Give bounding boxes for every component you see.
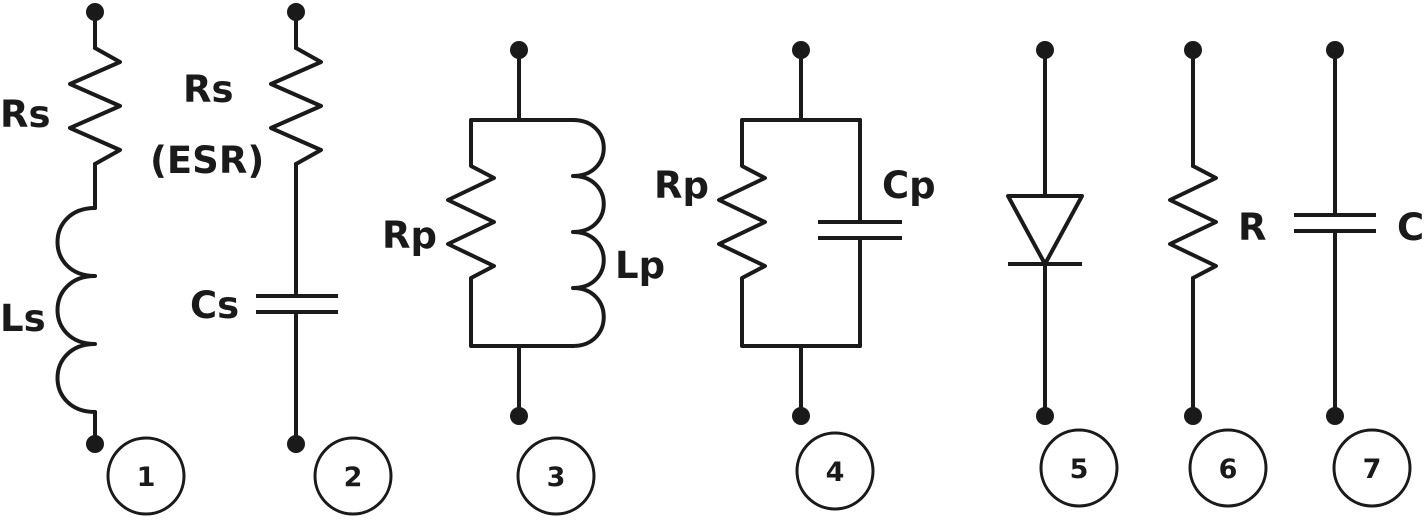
circuit-6-number-badge: 6 (1188, 428, 1268, 508)
circuit-7-number: 7 (1363, 454, 1382, 485)
circuit-7-terminal-bottom (1326, 407, 1344, 425)
circuit-2-number-badge: 2 (313, 436, 393, 516)
circuit-2-resistor (269, 46, 323, 166)
circuit-4-resistor-branch (717, 118, 862, 348)
circuit-2-number: 2 (344, 462, 363, 493)
circuit-1-label-rs: Rs (0, 93, 51, 136)
circuit-5-number: 5 (1070, 454, 1089, 485)
circuit-1: Rs Ls 1 (0, 3, 186, 516)
circuit-6-resistor (1168, 164, 1218, 280)
circuit-1-terminal-bottom (86, 435, 104, 453)
circuit-4-number: 4 (826, 457, 845, 488)
circuit-1-number-badge: 1 (106, 436, 186, 516)
circuit-1-label-ls: Ls (0, 297, 46, 340)
circuit-3-inductor (571, 118, 606, 348)
circuit-7-label-c: C (1397, 206, 1424, 249)
circuit-7: C 7 (1294, 41, 1424, 508)
circuit-6-terminal-top (1184, 41, 1202, 59)
circuit-6-number: 6 (1219, 454, 1238, 485)
circuit-5-number-badge: 5 (1039, 428, 1119, 508)
circuit-6-terminal-bottom (1184, 407, 1202, 425)
circuit-4-number-badge: 4 (795, 431, 875, 511)
circuit-5-diode-triangle (1006, 194, 1084, 266)
circuit-2-terminal-bottom (287, 435, 305, 453)
circuit-4-label-rp: Rp (654, 164, 709, 207)
circuit-3-resistor-branch (446, 118, 575, 348)
circuit-2: Rs (ESR) Cs 2 (150, 3, 393, 516)
circuit-3-number: 3 (547, 462, 566, 493)
circuit-5: 5 (1006, 41, 1119, 508)
circuit-7-number-badge: 7 (1332, 428, 1412, 508)
circuit-3-terminal-bottom (510, 407, 528, 425)
circuit-5-terminal-top (1036, 41, 1054, 59)
circuit-3-label-lp: Lp (615, 244, 665, 287)
circuit-3-terminal-top (510, 41, 528, 59)
circuit-6: R 6 (1168, 41, 1268, 508)
circuit-6-label-r: R (1238, 206, 1267, 249)
circuit-4: Rp Cp 4 (654, 41, 936, 511)
circuit-1-terminal-top (86, 3, 104, 21)
circuit-2-label-cs: Cs (190, 284, 239, 327)
circuit-3: Rp Lp 3 (382, 41, 665, 516)
circuit-4-label-cp: Cp (882, 164, 936, 207)
circuit-1-number: 1 (137, 462, 156, 493)
circuit-3-number-badge: 3 (516, 436, 596, 516)
circuit-2-terminal-top (287, 3, 305, 21)
circuit-1-resistor (68, 46, 122, 166)
circuit-2-label-esr: (ESR) (150, 139, 264, 182)
circuit-4-terminal-top (792, 41, 810, 59)
circuit-4-terminal-bottom (792, 407, 810, 425)
circuit-1-inductor (55, 206, 97, 414)
circuit-2-label-rs: Rs (183, 68, 234, 111)
circuit-5-terminal-bottom (1036, 407, 1054, 425)
circuit-7-terminal-top (1326, 41, 1344, 59)
circuit-3-label-rp: Rp (382, 214, 437, 257)
